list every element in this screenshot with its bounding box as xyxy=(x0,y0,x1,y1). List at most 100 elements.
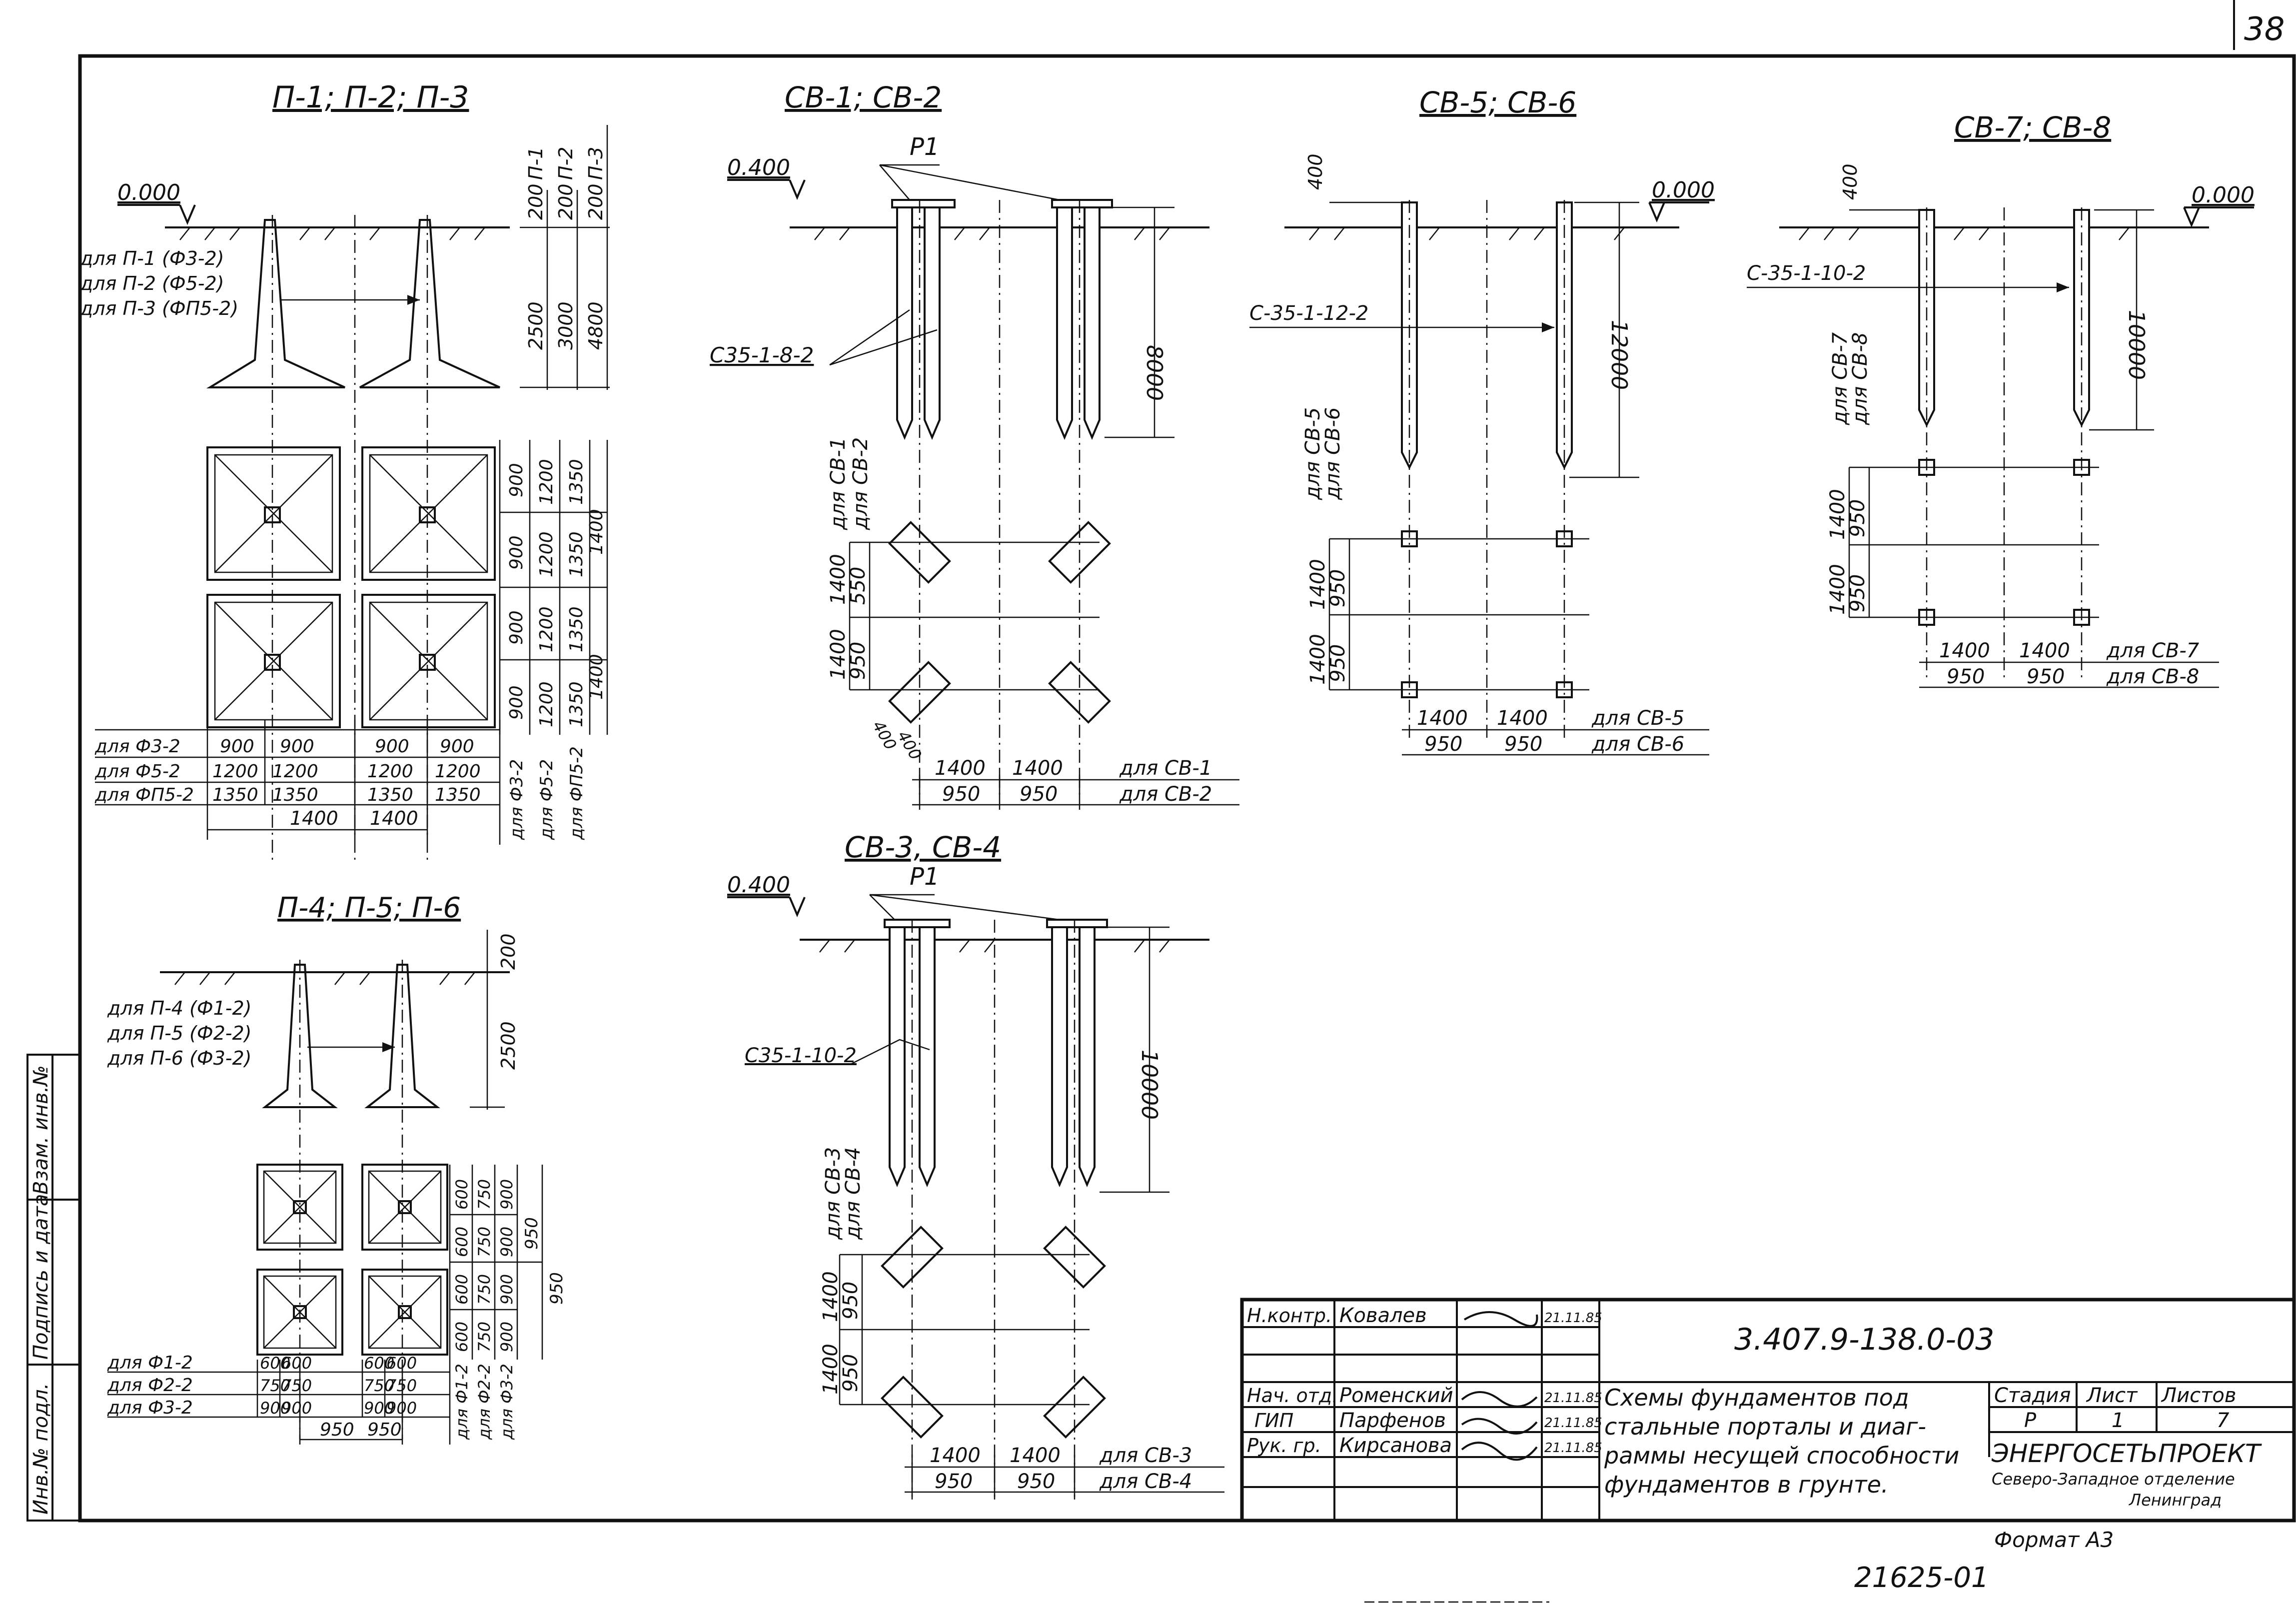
scheme-sv5-sv6: СВ-5; СВ-6 400 0.000 С-35-1-12-2 12000 д… xyxy=(1249,85,1715,756)
p46-row3-v4: 900 xyxy=(386,1399,417,1418)
p46-row3-v3: 900 xyxy=(364,1399,394,1418)
p46-row2-v4: 750 xyxy=(386,1376,417,1395)
sv34-rigel: Р1 xyxy=(910,863,939,891)
sv78-pile: С-35-1-10-2 xyxy=(1747,262,1866,285)
p13-rlabel-3: П-3 xyxy=(585,147,607,180)
sv78-top-dim: 400 xyxy=(1839,163,1861,200)
p46-total-1: 950 xyxy=(320,1420,354,1440)
sv12-h-top-2: 1400 xyxy=(1012,757,1063,780)
p13-plan-r2-b: 1200 xyxy=(536,531,557,577)
signature-1 xyxy=(1463,1311,1538,1327)
sv12-vdim-4: 950 xyxy=(847,642,870,680)
scheme-sv78-title: СВ-7; СВ-8 xyxy=(1954,110,2111,144)
p13-plan-r1-c: 1350 xyxy=(566,459,587,505)
p46-row1-label: для Ф1-2 xyxy=(107,1353,193,1373)
p46-label-3: для П-6 (Ф3-2) xyxy=(107,1047,251,1069)
p13-plan-r4-c: 1350 xyxy=(566,681,587,727)
sv12-vdim-3: 1400 xyxy=(827,629,850,680)
sheet-frame xyxy=(78,54,2296,1523)
sv56-depth: 12000 xyxy=(1606,320,1632,390)
p46-vlabel-3: для Ф3-2 xyxy=(497,1364,516,1440)
tb-desc-2: стальные порталы и диаг- xyxy=(1604,1413,1926,1440)
stamp-sign-label: Подпись и дата xyxy=(29,1194,52,1360)
sv12-vdim-2: 550 xyxy=(847,567,870,605)
p46-row2-v2: 750 xyxy=(281,1376,312,1395)
p46-label-2: для П-5 (Ф2-2) xyxy=(107,1022,251,1044)
title-block: Н.контр. Ковалев 21.11.85 Нач. отд. Роме… xyxy=(1240,1298,2296,1523)
p46-row1-v1: 600 xyxy=(260,1354,290,1373)
scheme-sv3-sv4: СВ-3, СВ-4 0.400 Р1 С35-1-10-2 10000 для… xyxy=(727,830,1224,1500)
p13-plan-r2-a: 900 xyxy=(506,535,527,570)
p46-vdim-1: 200 xyxy=(497,933,519,970)
sv12-pile: С35-1-8-2 xyxy=(710,343,814,367)
p46-row3-v2: 900 xyxy=(281,1399,312,1418)
tb-row5-role: Рук. гр. xyxy=(1247,1435,1321,1457)
sv34-h-bot-1: 950 xyxy=(935,1470,973,1493)
p13-plan-r2-c: 1350 xyxy=(566,531,587,577)
p13-vlabel-1: для Ф3-2 xyxy=(507,759,527,840)
sv12-depth: 8000 xyxy=(1142,345,1167,401)
sv56-vdim-2: 950 xyxy=(1326,569,1349,607)
p13-row1-v3: 900 xyxy=(375,736,409,757)
tb-stage-hdr: Стадия xyxy=(1994,1384,2071,1407)
tb-city: Ленинград xyxy=(2129,1491,2222,1510)
p13-rlabel-1: П-1 xyxy=(525,147,547,180)
left-stamp: Инв.№ подл. Подпись и дата Взам. инв.№ xyxy=(26,1054,81,1522)
p46-row1-v2: 600 xyxy=(281,1354,312,1373)
sv56-level: 0.000 xyxy=(1652,177,1715,203)
sv78-vlabel-1: для СВ-7 xyxy=(1829,332,1852,425)
sv78-vdim-1: 1400 xyxy=(1826,489,1849,540)
sv78-h-bot-2: 950 xyxy=(2027,665,2065,688)
sv78-h-label-2: для СВ-8 xyxy=(2106,665,2199,688)
tb-row3-role: Нач. отд. xyxy=(1247,1385,1338,1407)
p13-vdim-3b: 4800 xyxy=(585,301,607,350)
p46-row1-v4: 600 xyxy=(386,1354,417,1373)
scheme-p13-level: 0.000 xyxy=(117,180,180,205)
scheme-sv1-sv2: СВ-1; СВ-2 0.400 Р1 С35-1-8-2 8000 для С… xyxy=(710,80,1239,810)
p13-row1-v1: 900 xyxy=(220,736,254,757)
foundation-p46-1 xyxy=(262,964,338,1108)
sv56-h-bot-2: 950 xyxy=(1504,733,1542,756)
tb-sheet-hdr: Лист xyxy=(2086,1384,2138,1407)
sv12-h-bot-2: 950 xyxy=(1020,783,1058,806)
scheme-p1-p3: П-1; П-2; П-3 0.000 для П-1 (Ф3-2) для П… xyxy=(79,80,610,860)
sv34-h-label-1: для СВ-3 xyxy=(1099,1444,1192,1467)
tb-row1-role: Н.контр. xyxy=(1247,1305,1332,1327)
foundation-elevation-2 xyxy=(359,219,500,388)
scheme-sv7-sv8: СВ-7; СВ-8 400 0.000 С-35-1-10-2 10000 д… xyxy=(1747,110,2255,688)
p46-plan-r2-a: 600 xyxy=(452,1227,471,1257)
p13-row2-v2: 1200 xyxy=(272,761,318,782)
p46-plan-outer-1: 950 xyxy=(522,1217,542,1250)
tb-sheets-hdr: Листов xyxy=(2161,1384,2236,1407)
scheme-p46-title: П-4; П-5; П-6 xyxy=(277,892,461,924)
stamp-replace-label: Взам. инв.№ xyxy=(29,1065,52,1195)
p13-total-2: 1400 xyxy=(370,807,418,829)
tb-org-sub: Северо-Западное отделение xyxy=(1992,1470,2235,1489)
p13-plan-r1-b: 1200 xyxy=(536,459,557,505)
sv12-h-bot-1: 950 xyxy=(942,783,980,806)
sv34-pile: С35-1-10-2 xyxy=(745,1044,857,1067)
tb-org: ЭНЕРГОСЕТЬПРОЕКТ xyxy=(1991,1439,2262,1468)
sv34-h-label-2: для СВ-4 xyxy=(1099,1470,1192,1493)
p13-row1-v2: 900 xyxy=(280,736,314,757)
sv56-vdim-4: 950 xyxy=(1326,644,1349,682)
p46-row2-label: для Ф2-2 xyxy=(107,1375,193,1396)
p46-plan-r3-a: 600 xyxy=(452,1274,471,1305)
sv34-level: 0.400 xyxy=(727,872,790,898)
tb-sheet: 1 xyxy=(2112,1409,2124,1432)
sv56-top-dim: 400 xyxy=(1304,153,1326,190)
p13-vdim-1a: 200 xyxy=(525,183,547,220)
p46-label-1: для П-4 (Ф1-2) xyxy=(107,997,251,1019)
tb-stage: Р xyxy=(2024,1409,2037,1432)
sv56-h-top-1: 1400 xyxy=(1417,707,1468,730)
sv12-level: 0.400 xyxy=(727,155,790,180)
sv56-h-label-1: для СВ-5 xyxy=(1591,707,1684,730)
foundation-p46-2 xyxy=(364,964,440,1108)
sv56-h-top-2: 1400 xyxy=(1497,707,1548,730)
p13-vlabel-2: для Ф5-2 xyxy=(537,759,557,840)
p13-plan xyxy=(206,446,496,728)
sv34-h-top-2: 1400 xyxy=(1010,1444,1061,1467)
p46-plan-r4-b: 750 xyxy=(475,1322,494,1352)
sv78-vdim-2: 950 xyxy=(1846,499,1869,537)
scheme-p13-title: П-1; П-2; П-3 xyxy=(272,80,469,115)
